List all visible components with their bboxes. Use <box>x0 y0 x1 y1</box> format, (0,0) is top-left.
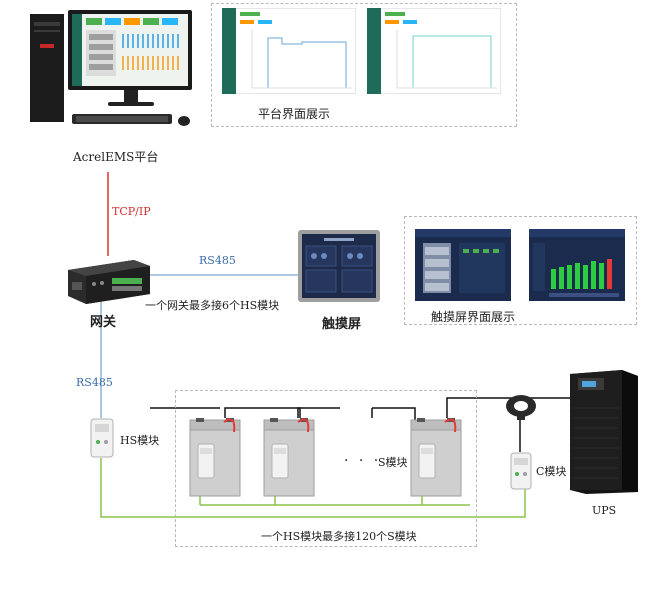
hs-module-icon <box>90 418 114 458</box>
hs-module-note: 一个HS模块最多接120个S模块 <box>261 530 417 543</box>
touch-display-box <box>404 216 637 325</box>
rs485-label-horizontal: RS485 <box>199 254 236 267</box>
tcpip-label: TCP/IP <box>112 205 151 218</box>
platform-display-label: 平台界面展示 <box>258 107 331 121</box>
power-wire-2 <box>297 407 340 418</box>
platform-screenshot-1 <box>222 8 356 94</box>
platform-label: AcrelEMS平台 <box>73 150 159 164</box>
platform-display-box <box>211 3 517 127</box>
touch-screenshot-1 <box>415 229 511 301</box>
hs-module-label: HS模块 <box>120 434 160 447</box>
green-bus-outer <box>100 458 526 518</box>
rs485-label-vertical: RS485 <box>76 376 113 389</box>
gateway-note: 一个网关最多接6个HS模块 <box>145 299 280 312</box>
touch-display-label: 触摸屏界面展示 <box>431 310 516 324</box>
desktop-computer-icon <box>30 10 192 126</box>
platform-screenshot-2 <box>367 8 501 94</box>
battery-icon-1 <box>189 418 241 497</box>
touchscreen-label: 触摸屏 <box>322 317 362 332</box>
battery-icon-3 <box>410 418 462 497</box>
battery-icon-2 <box>263 418 315 497</box>
c-module-icon <box>510 452 532 490</box>
power-wire-3 <box>372 407 416 420</box>
power-wire-ups <box>446 397 574 418</box>
current-sensor-icon <box>506 395 536 420</box>
s-module-label: S模块 <box>378 456 408 469</box>
ups-cabinet-icon <box>570 370 638 494</box>
battery-group-box <box>175 390 477 547</box>
gateway-label: 网关 <box>90 315 117 330</box>
c-module-label: C模块 <box>536 465 567 478</box>
ups-label: UPS <box>592 504 617 517</box>
ellipsis: · · · <box>344 453 382 469</box>
touch-screenshot-2 <box>529 229 625 301</box>
gateway-device-icon <box>68 260 150 304</box>
touchscreen-panel-icon <box>298 230 380 302</box>
power-wire-1 <box>224 407 301 418</box>
